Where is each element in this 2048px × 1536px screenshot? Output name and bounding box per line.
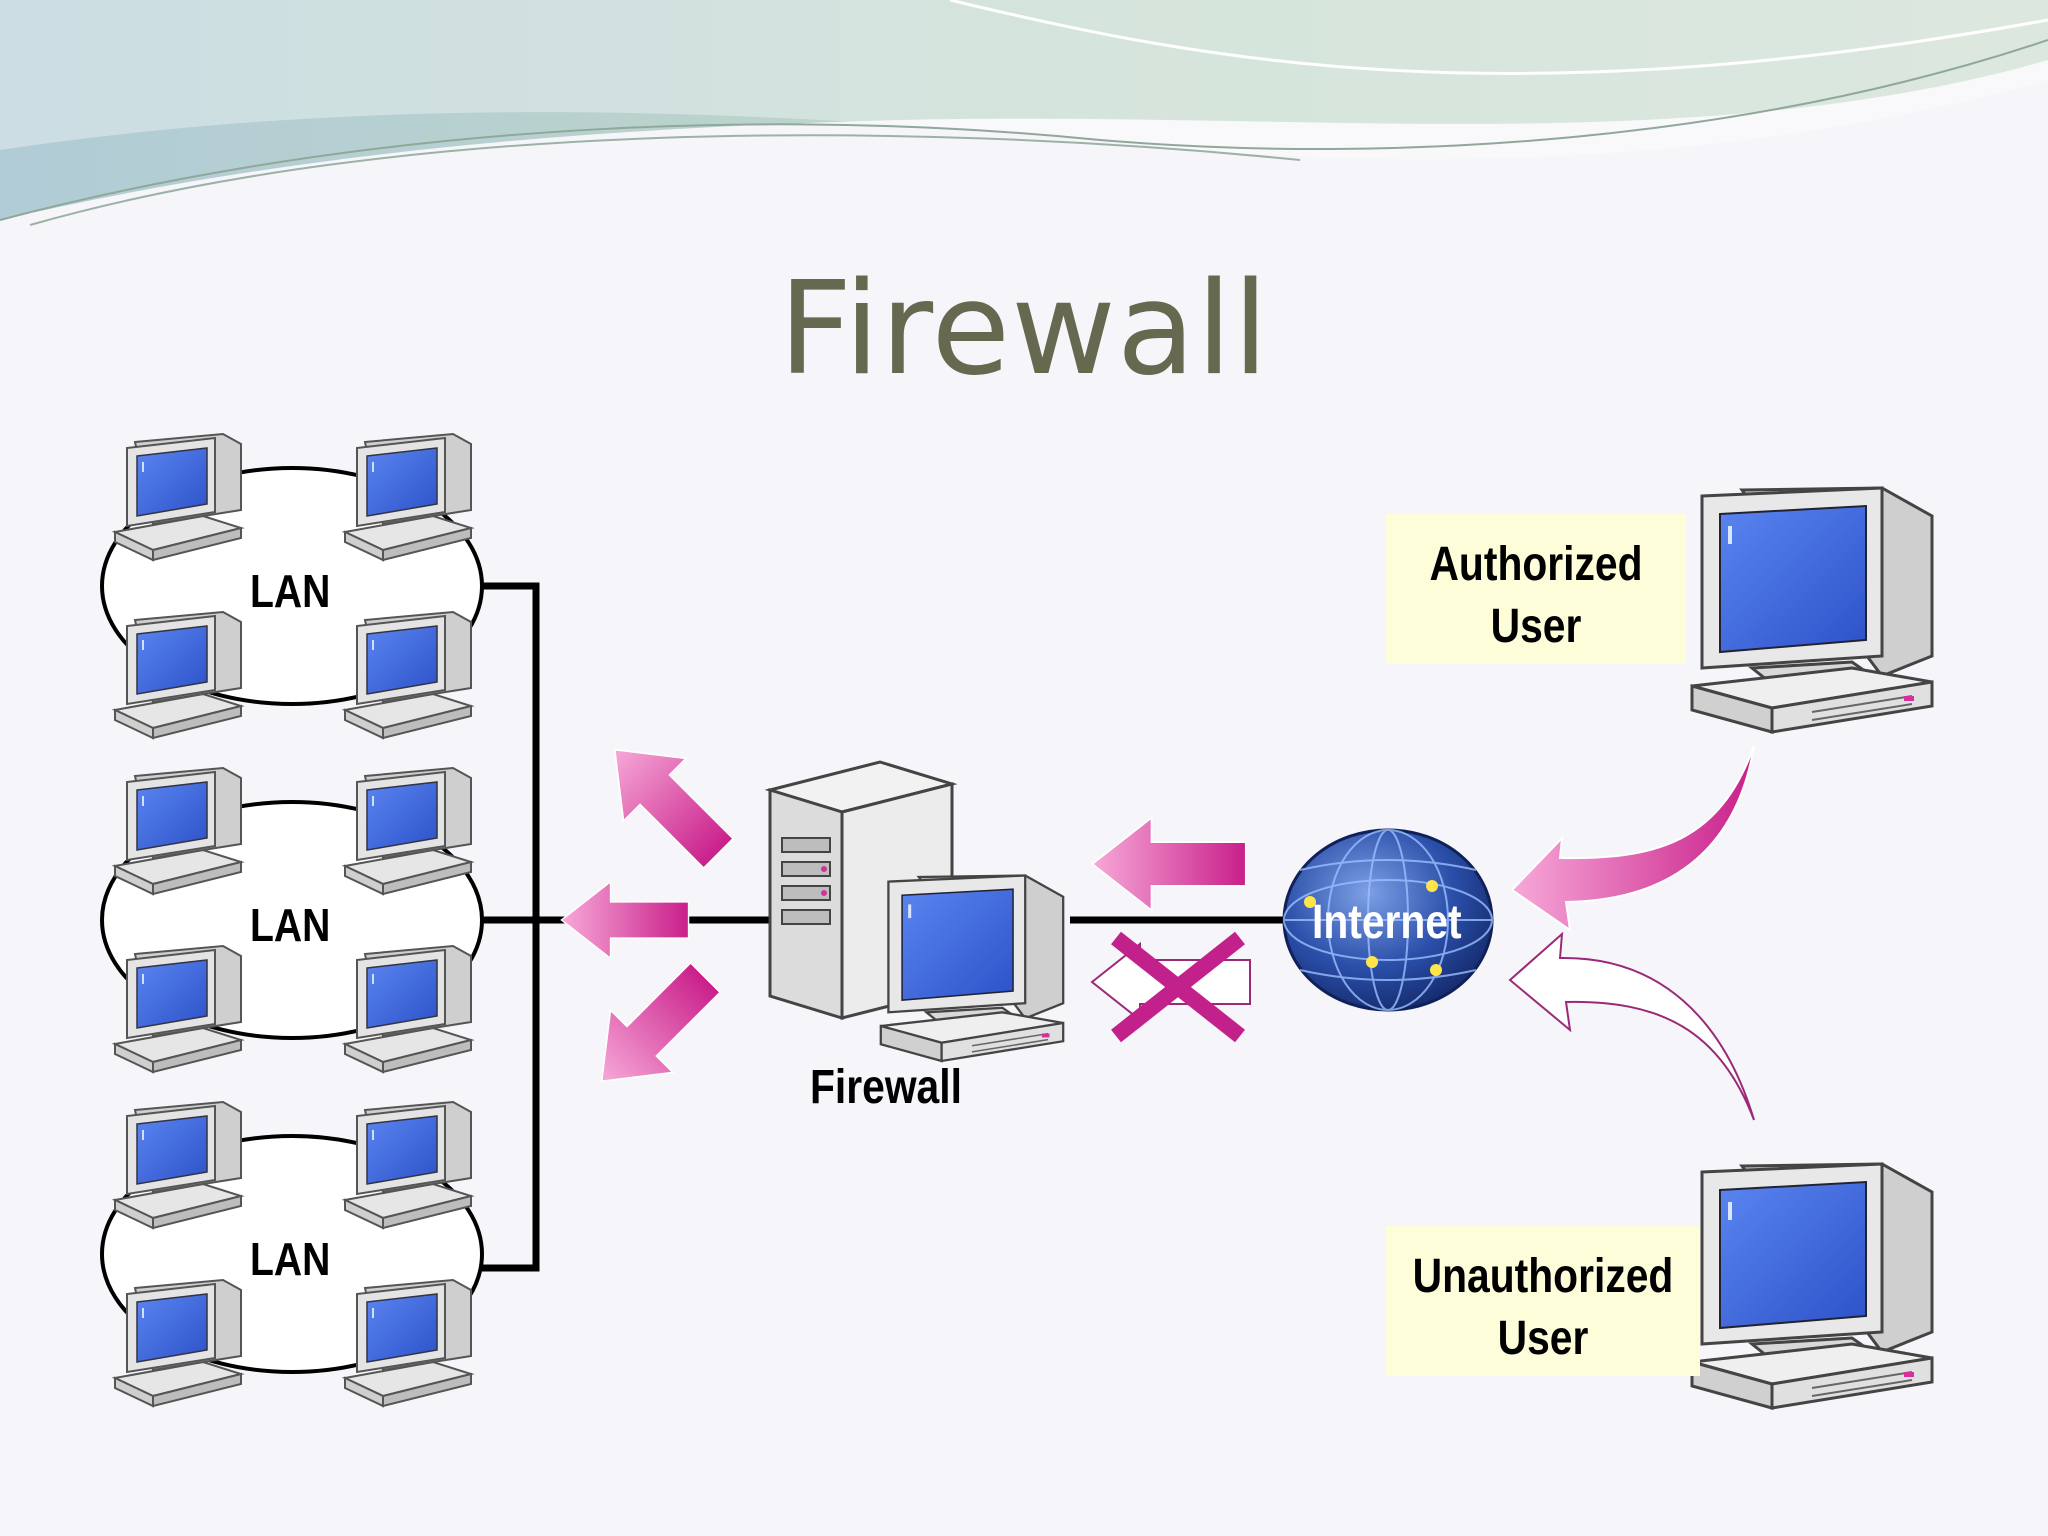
firewall-label: Firewall: [810, 1061, 962, 1114]
workstation-icon: [343, 766, 473, 896]
header-wave: [0, 0, 2048, 226]
workstation-icon: [113, 1278, 243, 1408]
arrow-icon: [582, 717, 751, 886]
workstation-icon: [879, 874, 1065, 1063]
authorized-user-station: [1690, 486, 1934, 734]
internet-globe: [1282, 828, 1494, 1012]
page-title: Firewall: [778, 255, 1270, 404]
blocked-arrow: [1090, 931, 1251, 1043]
unauthorized-curved-arrow: [1508, 931, 1755, 1121]
allowed-arrow: [1091, 816, 1247, 912]
authorized-user-line2: User: [1490, 600, 1582, 653]
unauthorized-user-line1: Unauthorized: [1412, 1250, 1674, 1303]
arrow-icon: [569, 945, 738, 1114]
unauthorized-user-line2: User: [1497, 1312, 1589, 1365]
firewall-server: [764, 760, 1065, 1063]
arrow-icon: [1091, 816, 1247, 912]
authorized-user-line1: Authorized: [1429, 538, 1643, 591]
inbound-arrow-up-left: [582, 717, 751, 886]
workstation-icon: [343, 432, 473, 562]
workstation-icon: [113, 610, 243, 740]
workstation-icon: [1690, 1162, 1934, 1410]
workstation-icon: [113, 432, 243, 562]
workstation-icon: [343, 1278, 473, 1408]
authorized-curved-arrow: [1510, 745, 1755, 933]
lan-label-1: LAN: [250, 565, 331, 617]
workstation-icon: [343, 1100, 473, 1230]
inbound-arrow-down-left: [569, 945, 738, 1114]
lan-label-2: LAN: [250, 899, 331, 951]
arrow-icon: [560, 880, 690, 960]
workstation-icon: [343, 610, 473, 740]
lan-label-3: LAN: [250, 1233, 331, 1285]
inbound-arrow-left: [560, 880, 690, 960]
unauthorized-user-station: [1690, 1162, 1934, 1410]
workstation-icon: [113, 766, 243, 896]
internet-label: Internet: [1312, 896, 1462, 949]
workstation-icon: [343, 944, 473, 1074]
unauthorized-user-note: Unauthorized User: [1386, 1226, 1700, 1376]
authorized-user-note: Authorized User: [1386, 514, 1686, 664]
globe-icon: [1282, 828, 1494, 1012]
workstation-icon: [113, 1100, 243, 1230]
workstation-icon: [1690, 486, 1934, 734]
workstation-icon: [113, 944, 243, 1074]
blocked-x-icon: [1111, 931, 1245, 1043]
